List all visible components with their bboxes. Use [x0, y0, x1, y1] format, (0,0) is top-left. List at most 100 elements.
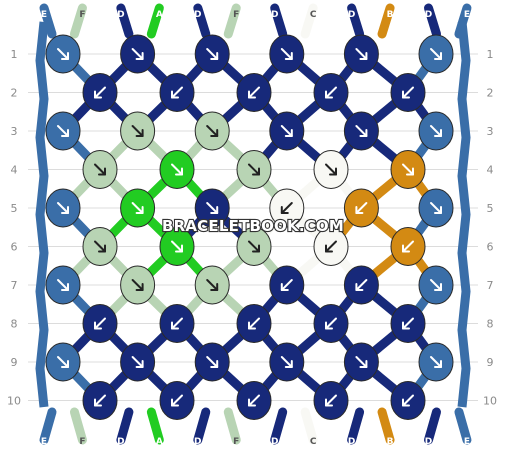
knot: [269, 265, 305, 305]
arrow-icon: [430, 356, 442, 368]
knot: [236, 73, 272, 112]
knot: [418, 111, 454, 151]
bottom-string-stub: [424, 407, 441, 445]
row-number-left: 4: [11, 164, 18, 177]
knot: [120, 188, 156, 228]
arrow-icon: [206, 202, 219, 214]
bottom-string-letter: B: [387, 437, 394, 447]
arrow-icon: [131, 48, 144, 60]
bottom-string-letter: D: [348, 437, 355, 447]
top-string-letter: D: [117, 10, 124, 20]
row-number-right: 1: [487, 48, 494, 61]
bottom-string-letter: E: [464, 437, 470, 447]
row-number-left: 9: [11, 356, 18, 369]
knot: [159, 150, 195, 189]
bottom-string-stub: [270, 407, 288, 445]
bottom-string-letter: D: [271, 437, 278, 447]
top-string-letter: E: [464, 10, 470, 20]
knot: [194, 111, 230, 151]
bottom-string-letter: F: [79, 437, 85, 447]
bottom-string-letter: F: [233, 437, 239, 447]
bottom-string-stub: [69, 407, 87, 445]
row-number-left: 8: [11, 318, 18, 331]
knot: [45, 188, 81, 228]
top-string-stub: [69, 3, 87, 39]
arrow-icon: [355, 356, 368, 368]
knot: [236, 381, 272, 420]
arrow-icon: [94, 86, 106, 99]
arrow-icon: [248, 163, 260, 176]
top-string-letter: A: [156, 10, 163, 20]
knot: [194, 265, 230, 305]
top-string-stub: [270, 3, 288, 39]
knot: [45, 342, 81, 382]
arrow-icon: [206, 48, 219, 60]
arrow-icon: [430, 202, 442, 214]
knot: [343, 342, 379, 382]
row-number-right: 8: [487, 318, 494, 331]
knot: [418, 342, 454, 382]
knot: [236, 304, 272, 343]
row-number-right: 5: [487, 202, 494, 215]
knot: [120, 111, 156, 151]
knot: [269, 111, 305, 151]
arrow-icon: [248, 86, 260, 99]
arrow-icon: [206, 356, 219, 368]
row-number-left: 6: [11, 241, 18, 254]
top-string-letter: B: [387, 10, 394, 20]
row-number-right: 9: [487, 356, 494, 369]
arrow-icon: [57, 356, 69, 368]
arrow-icon: [280, 48, 293, 60]
arrow-icon: [131, 356, 144, 368]
top-string-letter: F: [233, 10, 239, 20]
knot: [313, 381, 349, 420]
row-number-right: 6: [487, 241, 494, 254]
arrow-icon: [325, 317, 337, 330]
top-string-stub: [347, 3, 365, 39]
knot: [82, 150, 118, 189]
arrow-icon: [280, 202, 293, 214]
arrow-icon: [94, 163, 106, 176]
knot: [343, 265, 379, 305]
arrow-icon: [94, 394, 106, 407]
arrow-icon: [355, 202, 368, 214]
bottom-string-stub: [116, 407, 134, 445]
knot: [82, 304, 118, 343]
arrow-icon: [57, 202, 69, 214]
arrow-icon: [206, 279, 219, 291]
knot: [120, 265, 156, 305]
arrow-icon: [402, 240, 414, 253]
arrow-icon: [280, 125, 293, 137]
arrow-icon: [402, 394, 414, 407]
arrow-icon: [430, 279, 442, 291]
knot: [418, 34, 454, 74]
row-number-right: 7: [487, 279, 494, 292]
bottom-string-letter: D: [117, 437, 124, 447]
arrow-icon: [430, 125, 442, 137]
row-number-right: 10: [483, 395, 497, 408]
knot: [194, 188, 230, 228]
knot: [45, 265, 81, 305]
bottom-string-letter: C: [310, 437, 317, 447]
top-string-letter: D: [194, 10, 201, 20]
knot: [418, 188, 454, 228]
bottom-string-stub: [347, 407, 365, 445]
top-string-stub: [39, 3, 57, 39]
arrow-icon: [248, 394, 260, 407]
bottom-string-letter: A: [156, 437, 163, 447]
knot-grid: [45, 34, 454, 420]
arrow-icon: [57, 279, 69, 291]
knot: [82, 381, 118, 420]
arrow-icon: [171, 240, 183, 253]
knot: [390, 150, 426, 189]
arrow-icon: [355, 48, 368, 60]
knot: [45, 111, 81, 151]
knot: [390, 73, 426, 112]
knot: [313, 304, 349, 343]
arrow-icon: [57, 125, 69, 137]
row-number-right: 3: [487, 125, 494, 138]
top-string-letter: F: [79, 10, 85, 20]
arrow-icon: [248, 240, 260, 253]
